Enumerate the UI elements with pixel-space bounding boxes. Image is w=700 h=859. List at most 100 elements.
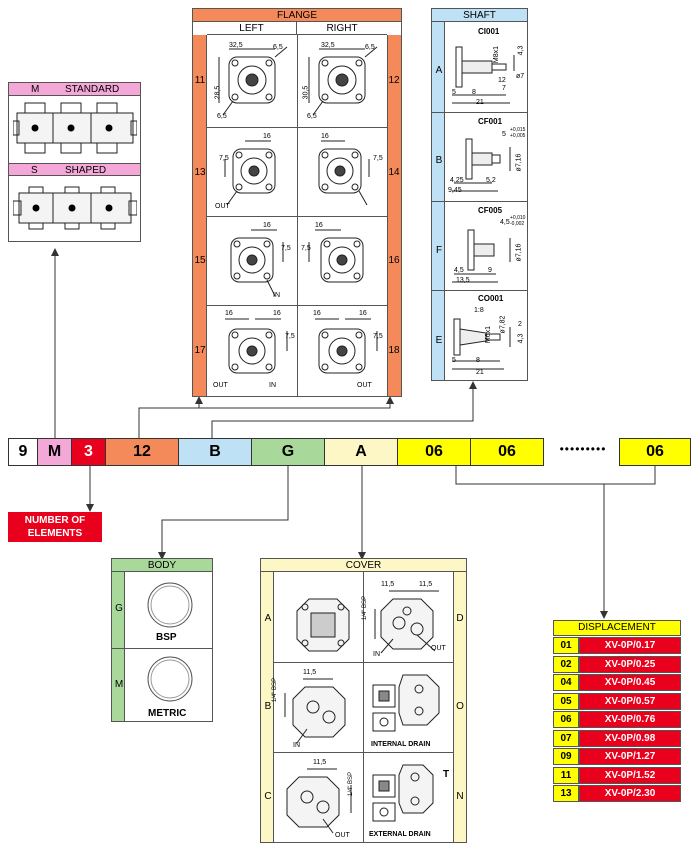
mount-standard-label: STANDARD: [65, 84, 120, 95]
displacement-value: XV-0P/0.25: [579, 655, 681, 673]
flange-code-13: 13: [194, 167, 206, 178]
flange-17-drawing: [225, 318, 288, 374]
flange-17-dim-16b: 16: [273, 310, 281, 317]
number-of-elements-line2: ELEMENTS: [27, 528, 83, 539]
flange-13-dim-75: 7,5: [219, 155, 229, 162]
shaft-co001-dim-8: 8: [476, 357, 480, 364]
flange-14-dim-16: 16: [321, 133, 329, 140]
flange-right-header: RIGHT: [297, 22, 387, 35]
displacement-value: XV-0P/0.76: [579, 711, 681, 728]
displacement-code: 11: [553, 766, 579, 784]
flange-16-drawing: [308, 229, 364, 283]
flange-11-dim-dia: 6,5: [273, 44, 283, 51]
flange-11-dim-width: 32,5: [229, 42, 243, 49]
body-metric-label: METRIC: [148, 708, 187, 719]
shaft-cf001-tol-plus: +0,015: [510, 127, 526, 133]
shaft-cf001-dim-o716: ø7,16: [515, 153, 523, 172]
shaft-ci001-dim-43: 4,3: [517, 45, 525, 56]
flange-code-18: 18: [388, 345, 400, 356]
displacement-value: XV-0P/1.27: [579, 748, 681, 765]
body-title: BODY: [112, 559, 212, 572]
flange-12-dim-hole: 6,5: [307, 113, 317, 120]
cover-code-o: O: [456, 701, 464, 712]
flange-13-drawing: [224, 140, 276, 206]
shaft-co001-dim-2: 2: [518, 321, 522, 328]
body-code-g: G: [115, 603, 123, 614]
shaft-ci001-dim-12: 12: [498, 77, 506, 84]
code-cell-mount: M: [37, 438, 72, 466]
flange-14-dim-75: 7,5: [373, 155, 383, 162]
displacement-title: DISPLACEMENT: [553, 620, 681, 636]
shaft-cf005-dim-45b: 4,5: [454, 267, 464, 274]
displacement-code: 02: [553, 655, 579, 673]
shaft-co001-dim-5: 5: [452, 357, 456, 364]
shaft-ci001-name: CI001: [478, 27, 500, 36]
cover-code-d: D: [456, 613, 464, 624]
code-cell-flange: 12: [105, 438, 179, 466]
flange-left-header: LEFT: [207, 22, 297, 35]
flange-16-dim-16: 16: [315, 222, 323, 229]
displacement-value: XV-0P/2.30: [579, 785, 681, 802]
body-code-m: M: [114, 679, 124, 690]
flange-18-drawing: [315, 318, 378, 374]
flange-13-dim-16: 16: [263, 133, 271, 140]
flange-17-dim-16a: 16: [225, 310, 233, 317]
flange-12-dim-width: 32,5: [321, 42, 335, 49]
flange-14-drawing: [318, 140, 370, 206]
cover-c-bsp: 1/4" BSP: [348, 771, 355, 797]
displacement-code: 09: [553, 748, 579, 765]
shaft-code-b: B: [435, 155, 443, 166]
mount-shaped-code: S: [31, 165, 38, 176]
shaft-ci001-dim-8: 8: [472, 89, 476, 96]
cover-external-drain-label: EXTERNAL DRAIN: [369, 831, 431, 838]
shaft-title: SHAFT: [432, 9, 527, 22]
mount-standard-header: M STANDARD: [9, 83, 140, 96]
shaft-co001-dim-m6: M6x1: [485, 325, 493, 344]
displacement-value: XV-0P/0.17: [579, 637, 681, 654]
shaft-cf001-drawing: [452, 138, 511, 192]
cover-d-dim-a: 11,5: [381, 581, 395, 588]
code-cell-body: G: [251, 438, 325, 466]
cover-o-drawing: [372, 674, 440, 732]
mount-shaped-header: S SHAPED: [9, 163, 140, 176]
cover-t-drawing: [372, 764, 434, 822]
shaft-ci001-dim-m8: M8x1: [493, 45, 501, 64]
flange-code-16: 16: [388, 255, 400, 266]
cover-d-bsp: 1/4" BSP: [362, 595, 369, 621]
shaft-cf005-name: CF005: [478, 206, 503, 215]
displacement-value: XV-0P/0.98: [579, 729, 681, 747]
body-bsp-drawing: [147, 582, 193, 628]
shaft-co001-drawing: [452, 318, 511, 370]
shaft-cf005-tol-plus: +0,010: [510, 215, 526, 221]
flange-11-dim-hole: 6,5: [217, 113, 227, 120]
cover-d-out: OUT: [431, 645, 446, 652]
shaft-ci001-dim-21: 21: [476, 99, 484, 106]
shaft-co001-dim-o782: ø7,82: [499, 315, 507, 334]
body-metric-drawing: [147, 656, 193, 702]
code-cell-elements: 3: [71, 438, 106, 466]
cover-code-b: B: [264, 701, 272, 712]
flange-16-dim-75: 7,5: [301, 245, 311, 252]
shaft-co001-dim-43: 4,3: [517, 333, 525, 344]
code-cell-series: 9: [8, 438, 38, 466]
body-panel: BODY G M BSP METRIC: [111, 558, 213, 722]
flange-left-strip: [193, 35, 207, 396]
shaped-mount-drawing: [13, 186, 137, 230]
shaft-code-f: F: [435, 245, 443, 256]
flange-code-11: 11: [194, 75, 206, 86]
cover-d-drawing: [374, 590, 439, 654]
shaft-co001-dim-21: 21: [476, 369, 484, 376]
cover-code-n: N: [456, 791, 464, 802]
shaft-cf005-dim-9: 9: [488, 267, 492, 274]
code-cell-displacement-n: 06: [619, 438, 691, 466]
flange-title: FLANGE: [193, 9, 401, 22]
body-bsp-label: BSP: [156, 632, 177, 643]
shaft-cf001-tol-minus: +0,005: [510, 133, 526, 139]
